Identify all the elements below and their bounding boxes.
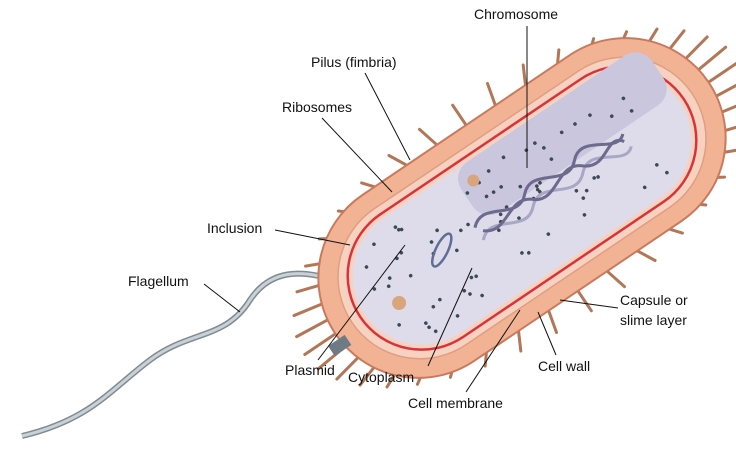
ribosome — [408, 273, 413, 278]
ribosome — [486, 169, 491, 173]
ribosome — [655, 163, 659, 167]
label-pilus: Pilus (fimbria) — [311, 54, 397, 70]
ribosome — [435, 228, 439, 233]
ribosome — [424, 321, 428, 325]
ribosome — [559, 130, 564, 135]
ribosome — [372, 242, 376, 247]
ribosome — [480, 293, 484, 298]
ribosome — [574, 189, 579, 193]
ribosome — [459, 228, 463, 233]
ribosome — [596, 175, 600, 179]
ribosome — [535, 187, 540, 192]
ribosome — [629, 109, 634, 113]
inclusion — [392, 295, 407, 310]
plasmid — [430, 232, 453, 268]
ribosome — [504, 205, 509, 209]
ribosome — [466, 222, 470, 227]
ribosome — [497, 228, 501, 233]
ribosome — [438, 297, 442, 302]
ribosome — [498, 212, 503, 217]
label-cytoplasm: Cytoplasm — [348, 369, 414, 385]
ribosome — [538, 181, 542, 185]
ribosomes — [364, 96, 669, 334]
ribosome — [592, 176, 596, 180]
ribosome — [465, 191, 470, 195]
ribosome — [491, 190, 496, 194]
ribosome — [393, 225, 398, 229]
ribosome — [520, 251, 524, 255]
ribosome — [517, 216, 521, 220]
ribosome — [549, 157, 554, 161]
ribosome — [526, 251, 531, 255]
ribosome — [609, 114, 614, 118]
ribosome — [399, 227, 404, 232]
ribosome — [397, 323, 401, 327]
ribosome — [455, 248, 459, 253]
ribosome — [533, 141, 537, 145]
ribosome — [484, 194, 489, 199]
ribosome — [588, 113, 592, 117]
ribosome — [364, 265, 369, 269]
ribosome — [518, 184, 523, 189]
ribosome — [542, 146, 546, 150]
ribosome — [499, 185, 503, 189]
ribosome — [621, 96, 626, 101]
ribosome — [469, 275, 474, 280]
chromosome — [473, 133, 633, 241]
label-chromosome: Chromosome — [474, 6, 558, 22]
ribosome — [386, 284, 391, 289]
ribosome — [584, 188, 589, 193]
label-capsule-line1: Capsule or — [620, 292, 688, 308]
ribosome — [462, 288, 467, 293]
label-inclusion: Inclusion — [207, 220, 262, 236]
ribosome — [546, 232, 551, 236]
ribosome — [433, 329, 438, 334]
ribosome — [429, 240, 434, 244]
label-cell-wall: Cell wall — [538, 358, 590, 374]
label-plasmid: Plasmid — [285, 362, 335, 378]
label-ribosomes: Ribosomes — [282, 99, 352, 115]
ribosome — [431, 304, 436, 309]
ribosome — [642, 185, 647, 190]
ribosome — [396, 227, 401, 232]
ribosome — [427, 325, 431, 330]
ribosome — [387, 276, 392, 280]
flagellum — [21, 270, 341, 439]
label-cell-membrane: Cell membrane — [408, 395, 503, 411]
ribosome — [582, 213, 587, 217]
ribosome — [665, 170, 669, 175]
ribosome — [535, 184, 539, 188]
ribosome — [573, 122, 577, 126]
ribosome — [501, 155, 506, 160]
ribosome — [372, 287, 377, 291]
ribosome — [468, 292, 472, 296]
ribosome — [581, 196, 586, 200]
label-flagellum: Flagellum — [128, 273, 189, 289]
ribosome — [474, 274, 478, 279]
ribosome — [455, 314, 460, 318]
cell-membrane — [346, 65, 698, 351]
label-capsule-line2: slime layer — [620, 312, 687, 328]
